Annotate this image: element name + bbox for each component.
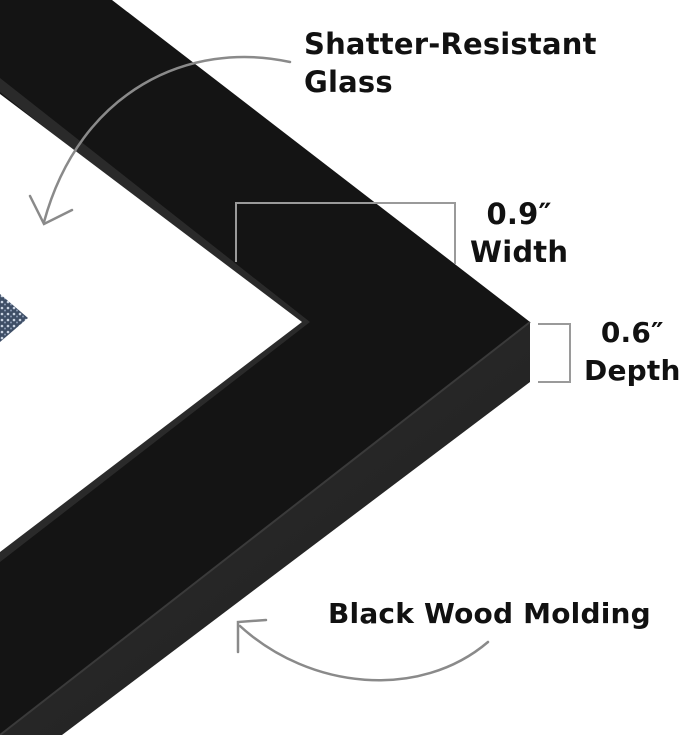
depth-value: 0.6″ — [600, 316, 664, 349]
curved-arrow-icon — [28, 55, 292, 226]
depth-label: Depth — [584, 354, 679, 387]
width-label: Width — [470, 235, 569, 269]
dimension-bracket-icon — [538, 323, 571, 383]
molding-callout: Black Wood Molding — [328, 595, 651, 633]
width-value: 0.9″ — [486, 197, 552, 231]
frame-edge-highlight — [0, 321, 531, 735]
white-mat — [0, 94, 302, 552]
glass-callout: Shatter-Resistant Glass — [304, 25, 597, 101]
glass-callout-line1: Shatter-Resistant — [304, 27, 597, 61]
dimension-bracket-icon — [235, 202, 456, 264]
curved-arrow-icon — [236, 618, 490, 682]
depth-callout: 0.6″ Depth — [584, 314, 679, 390]
glass-callout-line2: Glass — [304, 65, 393, 99]
photo-corner — [0, 294, 28, 342]
width-callout: 0.9″ Width — [470, 195, 568, 271]
molding-text: Black Wood Molding — [328, 597, 651, 630]
